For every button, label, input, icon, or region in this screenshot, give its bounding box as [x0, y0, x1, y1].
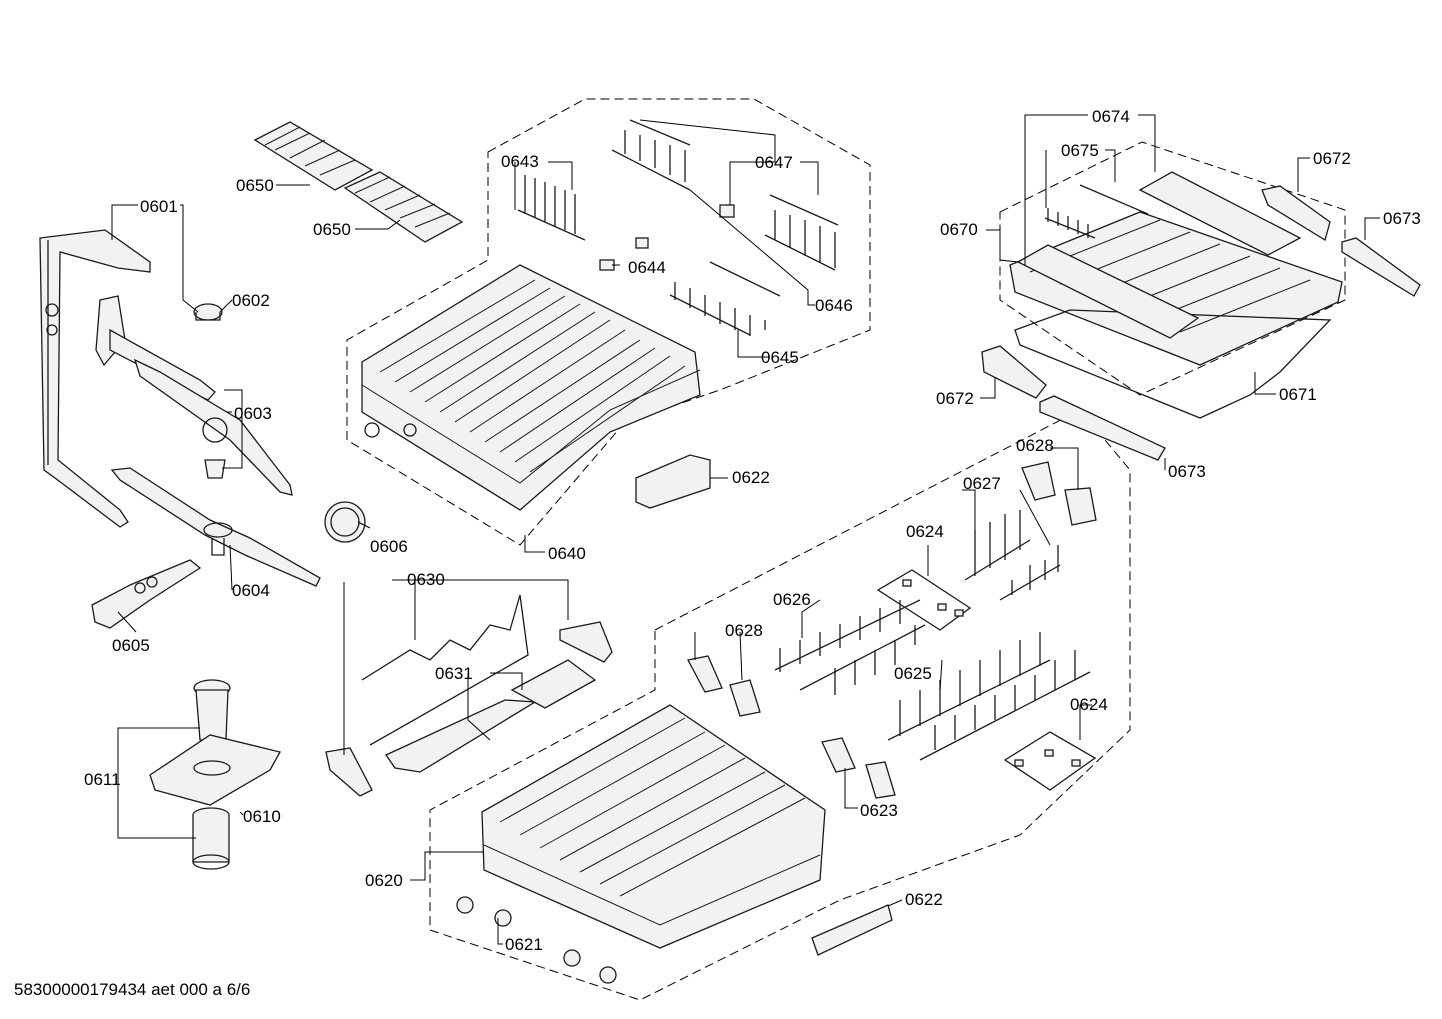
filter-assembly — [149, 679, 281, 806]
cup-rack-0646 — [611, 119, 691, 191]
third-rack-rail-0672-upper — [1261, 185, 1331, 242]
label-0673-lower[interactable]: 0673 — [1168, 462, 1206, 481]
label-0640[interactable]: 0640 — [548, 544, 586, 563]
label-0671[interactable]: 0671 — [1279, 385, 1317, 404]
clip-0647b — [719, 204, 735, 218]
cup-rack-0647 — [764, 194, 839, 271]
label-0604[interactable]: 0604 — [232, 581, 270, 600]
label-0621[interactable]: 0621 — [505, 935, 543, 954]
leader-lines — [111, 114, 1380, 945]
label-0647[interactable]: 0647 — [755, 153, 793, 172]
label-0611[interactable]: 0611 — [84, 770, 121, 789]
label-0625[interactable]: 0625 — [894, 664, 932, 683]
label-0601[interactable]: 0601 — [140, 197, 178, 216]
label-0623[interactable]: 0623 — [860, 801, 898, 820]
label-0646[interactable]: 0646 — [815, 296, 853, 315]
third-rack-group-outline — [999, 141, 1346, 396]
spray-arm-cover — [91, 559, 202, 629]
cutlery-insert-upper — [253, 121, 374, 191]
label-0626[interactable]: 0626 — [773, 590, 811, 609]
document-id-footer: 58300000179434 aet 000 a 6/6 — [14, 980, 251, 999]
plate-rack-0626 — [774, 599, 926, 695]
clip-0644a — [599, 259, 615, 271]
clip-0644b — [635, 237, 649, 249]
label-0605[interactable]: 0605 — [112, 636, 150, 655]
third-rack-insert-0674 — [1016, 171, 1302, 339]
label-0674[interactable]: 0674 — [1092, 107, 1130, 126]
plate-rack-0625 — [887, 632, 1091, 761]
label-0644[interactable]: 0644 — [628, 258, 666, 277]
label-0670[interactable]: 0670 — [940, 220, 978, 239]
label-0650-upper[interactable]: 0650 — [236, 176, 274, 195]
label-0620[interactable]: 0620 — [365, 871, 403, 890]
third-rack-frame-0671 — [1014, 309, 1332, 419]
label-0643[interactable]: 0643 — [501, 152, 539, 171]
knife-rack-0645 — [669, 261, 781, 336]
clip-0623 — [821, 737, 896, 799]
label-0630[interactable]: 0630 — [407, 570, 445, 589]
lower-basket — [481, 704, 826, 949]
label-0628-lower[interactable]: 0628 — [725, 621, 763, 640]
micro-filter — [192, 807, 230, 870]
plate-rack-0627 — [964, 510, 1061, 601]
label-0622-upper[interactable]: 0622 — [732, 468, 770, 487]
label-0603[interactable]: 0603 — [234, 404, 272, 423]
label-0672-lower[interactable]: 0672 — [936, 389, 974, 408]
cup-rack-0643 — [517, 175, 586, 241]
label-0606[interactable]: 0606 — [370, 537, 408, 556]
clip-set-0624-upper — [876, 569, 972, 631]
label-0673-upper[interactable]: 0673 — [1383, 209, 1421, 228]
label-0675[interactable]: 0675 — [1061, 141, 1099, 160]
upper-basket — [361, 264, 701, 511]
label-0628-upper[interactable]: 0628 — [1016, 436, 1054, 455]
clip-0628-lower — [687, 655, 761, 717]
clip-set-0624-lower — [1003, 731, 1097, 791]
spray-pipe — [39, 229, 151, 528]
label-0627[interactable]: 0627 — [963, 474, 1001, 493]
label-0602[interactable]: 0602 — [232, 291, 270, 310]
clip-0628-upper — [1021, 461, 1097, 526]
label-0672-upper[interactable]: 0672 — [1313, 149, 1351, 168]
basket-handle-0622-lower — [811, 904, 893, 956]
label-0650-lower[interactable]: 0650 — [313, 220, 351, 239]
basket-handle-0622-upper — [635, 454, 711, 509]
basket-wheels-0621 — [456, 896, 617, 984]
third-rack-rail-0673-lower — [1039, 395, 1166, 461]
third-rack-rail-0673-upper — [1341, 237, 1421, 297]
third-rack-rail-0672-lower — [981, 345, 1047, 399]
third-rack-tines-0675 — [1044, 184, 1149, 239]
lower-spray-arm — [110, 467, 321, 587]
label-0631[interactable]: 0631 — [435, 664, 473, 683]
lower-basket-group-outline — [429, 409, 1131, 1001]
label-0624-lower[interactable]: 0624 — [1070, 695, 1108, 714]
label-0645[interactable]: 0645 — [761, 348, 799, 367]
label-0622-lower[interactable]: 0622 — [905, 890, 943, 909]
third-rack-tray — [1009, 211, 1343, 366]
upper-spray-arm — [95, 295, 293, 496]
label-0624-upper[interactable]: 0624 — [906, 522, 944, 541]
tine-wire-0630 — [325, 594, 613, 797]
cutlery-insert-lower — [343, 171, 464, 243]
filter-disc — [324, 501, 366, 543]
tine-rack-0631 — [385, 659, 597, 773]
label-0610[interactable]: 0610 — [243, 807, 281, 826]
spray-arm-hub — [193, 303, 223, 321]
